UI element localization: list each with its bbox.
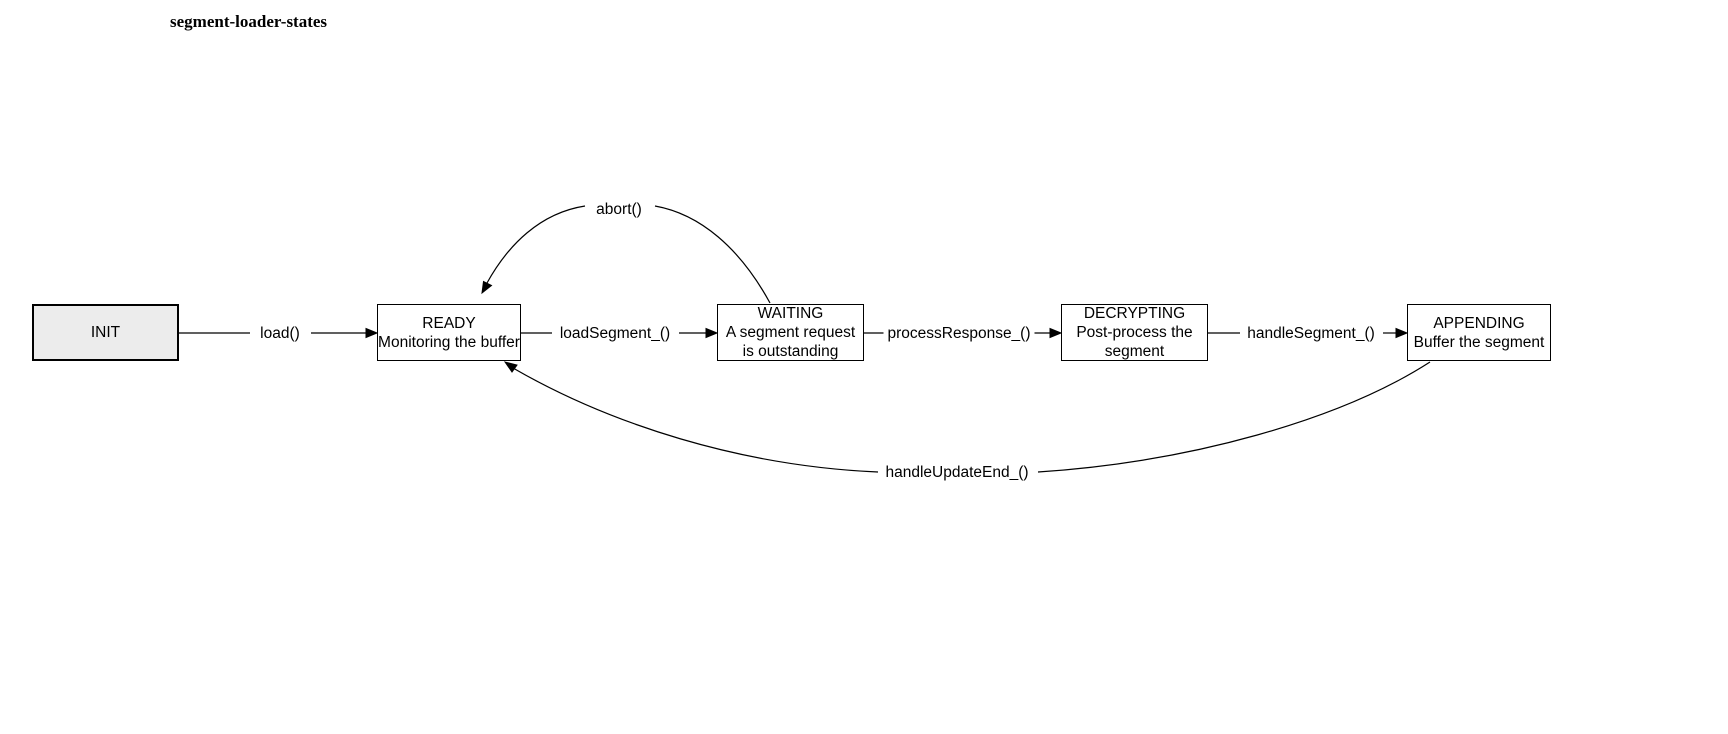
state-node-appending[interactable]: APPENDING Buffer the segment <box>1407 304 1551 361</box>
state-node-waiting-title: WAITING <box>757 305 824 322</box>
edge-label-load-segment: loadSegment_() <box>555 325 675 343</box>
state-node-ready-title: READY <box>422 314 476 332</box>
state-node-init-title: INIT <box>90 324 121 341</box>
edge-appending-ready-handleupdateend <box>503 361 1431 473</box>
edge-label-load: load() <box>256 325 304 343</box>
state-node-decrypting-title: DECRYPTING <box>1083 305 1186 322</box>
edge-waiting-ready-abort <box>481 205 771 304</box>
edge-label-handle-segment: handleSegment_() <box>1243 325 1379 343</box>
state-node-appending-desc: Buffer the segment <box>1413 333 1545 351</box>
state-node-ready-desc: Monitoring the buffer <box>378 333 520 351</box>
state-node-appending-title: APPENDING <box>1433 314 1525 332</box>
edge-label-process-response: processResponse_() <box>883 325 1035 343</box>
edge-label-abort: abort() <box>592 201 646 219</box>
edge-label-handle-update-end: handleUpdateEnd_() <box>881 464 1033 482</box>
page-title: segment-loader-states <box>170 12 328 31</box>
state-node-ready[interactable]: READY Monitoring the buffer <box>377 304 521 361</box>
state-node-init[interactable]: INIT <box>32 304 179 361</box>
